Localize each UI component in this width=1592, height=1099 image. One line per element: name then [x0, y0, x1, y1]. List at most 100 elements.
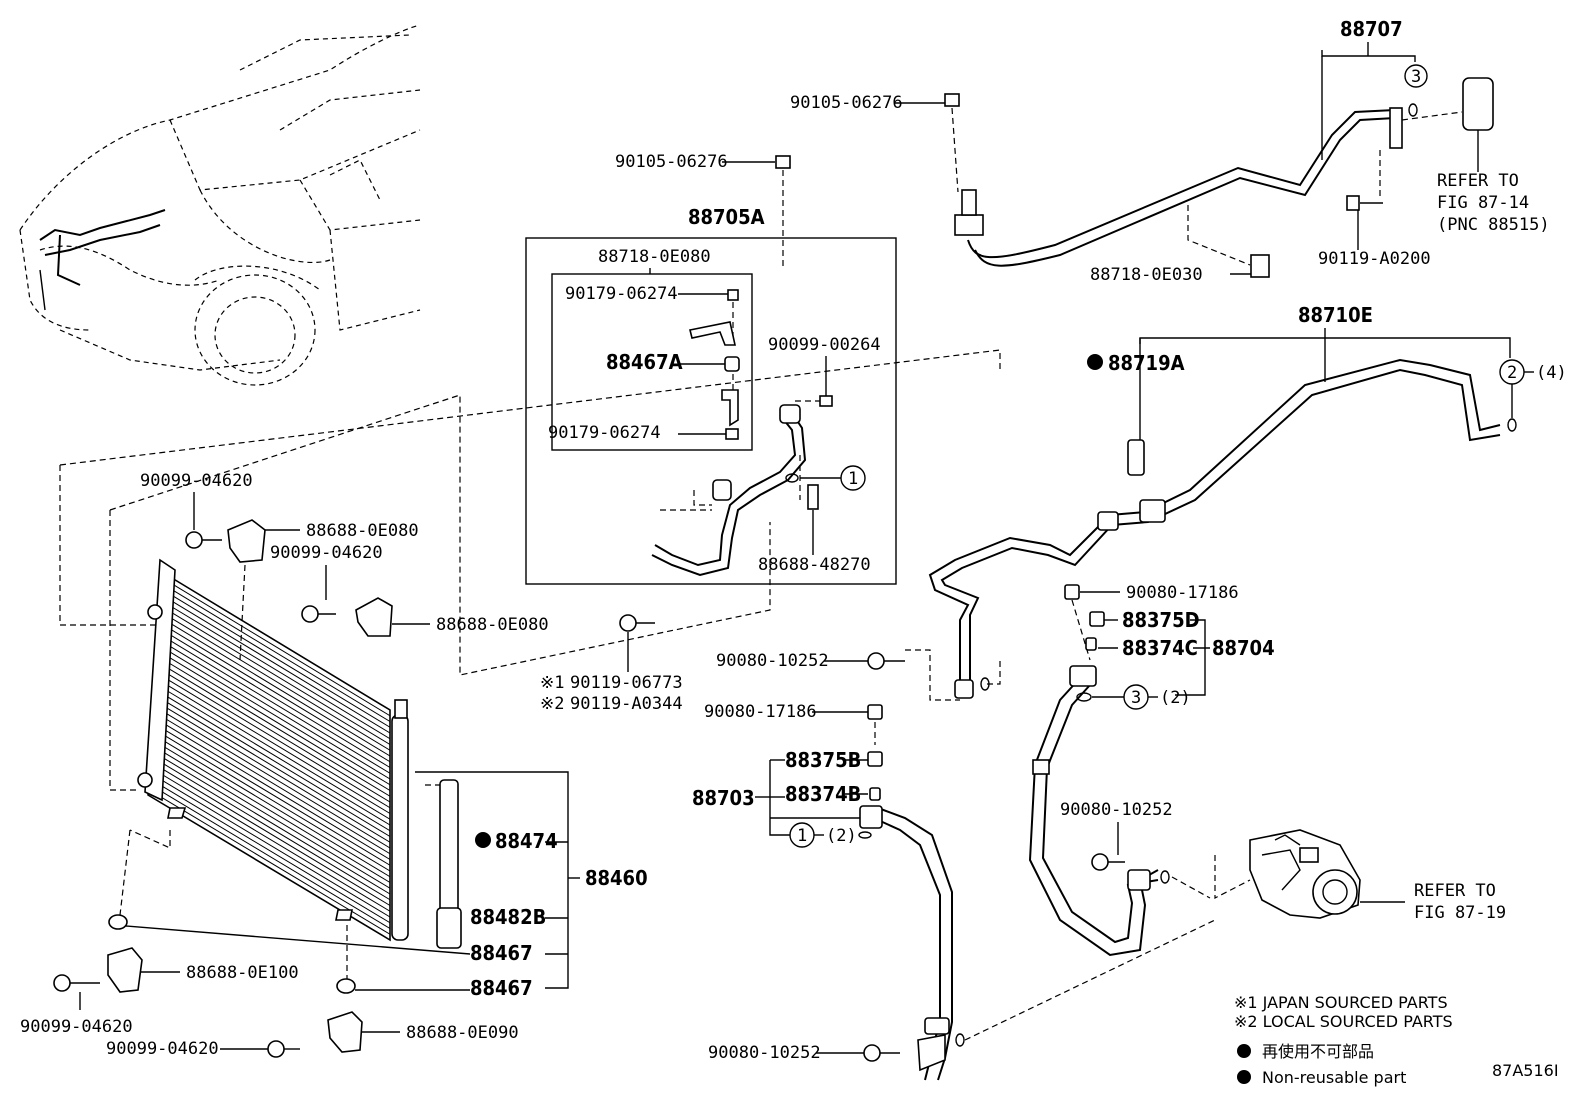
- label-88374C: 88374C: [1122, 636, 1198, 660]
- circle-3-marker-mid: 3: [1123, 684, 1149, 710]
- bracket-88688-0E080-b: [355, 597, 393, 637]
- screw-88688-48270: [807, 484, 819, 510]
- condenser-fin: [157, 644, 391, 786]
- oring-88375D: [1089, 611, 1105, 627]
- vehicle-illustration: [19, 24, 421, 386]
- pipe-service-port: [954, 214, 984, 236]
- condenser-fin: [155, 666, 391, 809]
- legend-local-sourced: ※2 LOCAL SOURCED PARTS: [1234, 1012, 1453, 1031]
- receiver-tank: [391, 714, 409, 941]
- non-reusable-dot-88474: [475, 832, 491, 848]
- condenser-fin: [153, 705, 391, 849]
- condenser-fin: [149, 761, 391, 906]
- cushion-88467-left: [108, 914, 128, 930]
- label-88688-0E080-b: 88688-0E080: [436, 615, 549, 635]
- cushion-88467A: [724, 356, 740, 372]
- bracket-88688-0E100: [107, 947, 143, 993]
- condenser-88460: 90099-04620 88688-0E080 90099-04620 8868…: [20, 349, 1001, 1059]
- condenser-fin: [154, 683, 391, 826]
- label-88467-a: 88467: [470, 941, 533, 965]
- condenser-fin: [156, 660, 391, 803]
- label-88718-0E030: 88718-0E030: [1090, 265, 1203, 285]
- bolt-90099-04620-c: [53, 974, 71, 992]
- svg-text:FIG 87-19: FIG 87-19: [1414, 903, 1506, 923]
- condenser-fin: [159, 610, 391, 751]
- label-88467-b: 88467: [470, 976, 533, 1000]
- bolt-90080-10252-a: [867, 652, 885, 670]
- svg-text:2: 2: [1507, 363, 1517, 383]
- condenser-fin: [160, 593, 391, 734]
- label-88482B: 88482B: [470, 905, 546, 929]
- svg-text:REFER TO: REFER TO: [1414, 881, 1496, 901]
- svg-text:1: 1: [797, 826, 807, 846]
- svg-text:3: 3: [1131, 688, 1141, 708]
- condenser-fin: [151, 738, 391, 883]
- condenser-fin: [150, 744, 391, 889]
- pipe-88704-group: 90080-17186 88375D 88374C 88704 3 (2) 90…: [1028, 583, 1506, 957]
- clamp-88718-0E030: [1250, 254, 1270, 278]
- svg-text:FIG 87-14: FIG 87-14: [1437, 193, 1529, 213]
- legend-non-reusable-jp: 再使用不可部品: [1262, 1042, 1374, 1061]
- label-88688-0E090: 88688-0E090: [406, 1023, 519, 1043]
- label-90099-04620-b: 90099-04620: [270, 543, 383, 563]
- condenser-fin: [150, 755, 391, 901]
- condenser-fin: [161, 582, 391, 722]
- label-88467A: 88467A: [606, 350, 683, 374]
- bolt-90099-04620-b: [301, 605, 319, 623]
- condenser-fin: [161, 577, 391, 717]
- label-88688-48270: 88688-48270: [758, 555, 871, 575]
- box-88705A: [525, 237, 897, 585]
- bolt-90105-06276-mid: [775, 155, 791, 169]
- oring-88374C: [1085, 637, 1097, 651]
- label-90119-A0344: 90119-A0344: [570, 694, 683, 714]
- condenser-fin: [154, 688, 391, 832]
- condenser-fin: [150, 749, 391, 895]
- label-88474: 88474: [495, 829, 558, 853]
- circle-2-marker: 2: [1499, 359, 1525, 385]
- condenser-fin: [151, 727, 391, 872]
- condenser-fins: [148, 577, 391, 935]
- label-88710E: 88710E: [1298, 303, 1373, 327]
- compressor: [1249, 829, 1361, 919]
- bracket-88718: [689, 321, 736, 346]
- svg-text:(2): (2): [826, 826, 857, 846]
- label-90099-00264: 90099-00264: [768, 335, 881, 355]
- oring-88374B: [869, 787, 881, 801]
- condenser-fin: [148, 783, 391, 929]
- condenser-fin: [152, 710, 391, 855]
- bolt-90080-10252-b: [1091, 853, 1109, 871]
- condenser-fin: [156, 649, 391, 791]
- condenser-fin: [151, 733, 391, 878]
- legend-non-reusable: Non-reusable part: [1262, 1068, 1406, 1087]
- condenser-fin: [149, 772, 391, 918]
- nut-90080-17186-center: [867, 704, 883, 720]
- label-90080-10252-b: 90080-10252: [1060, 800, 1173, 820]
- condenser-fin: [159, 599, 391, 740]
- illustration-code: 87A516I: [1492, 1061, 1559, 1080]
- svg-text:1: 1: [848, 469, 858, 489]
- cap-88482B: [436, 907, 462, 949]
- nut-90080-17186-right: [1064, 584, 1080, 600]
- condenser-fin: [156, 655, 391, 797]
- condenser-fin: [155, 677, 391, 820]
- legend-japan-sourced: ※1 JAPAN SOURCED PARTS: [1234, 993, 1448, 1012]
- svg-text:3: 3: [1411, 67, 1421, 87]
- condenser-fin: [159, 605, 391, 745]
- oring-88375B: [867, 751, 883, 767]
- bolt-90099-04620-d: [267, 1040, 285, 1058]
- svg-text:※2: ※2: [540, 694, 564, 714]
- condenser-fin: [158, 627, 391, 768]
- label-90179-06274-top: 90179-06274: [565, 284, 678, 304]
- condenser-fin: [155, 671, 391, 814]
- expansion-valve: [1462, 77, 1494, 131]
- label-88375D: 88375D: [1122, 608, 1200, 632]
- circle-1-marker-mid: 1: [840, 465, 866, 491]
- condenser-fin: [152, 722, 391, 866]
- pipe-flange: [1389, 107, 1403, 149]
- bolt-90119-06773: [619, 614, 637, 632]
- label-90080-17186-b: 90080-17186: [704, 702, 817, 722]
- condenser-fin: [154, 694, 391, 837]
- label-90099-04620-c: 90099-04620: [20, 1017, 133, 1037]
- label-88703: 88703: [692, 786, 755, 810]
- condenser-fin: [157, 638, 391, 780]
